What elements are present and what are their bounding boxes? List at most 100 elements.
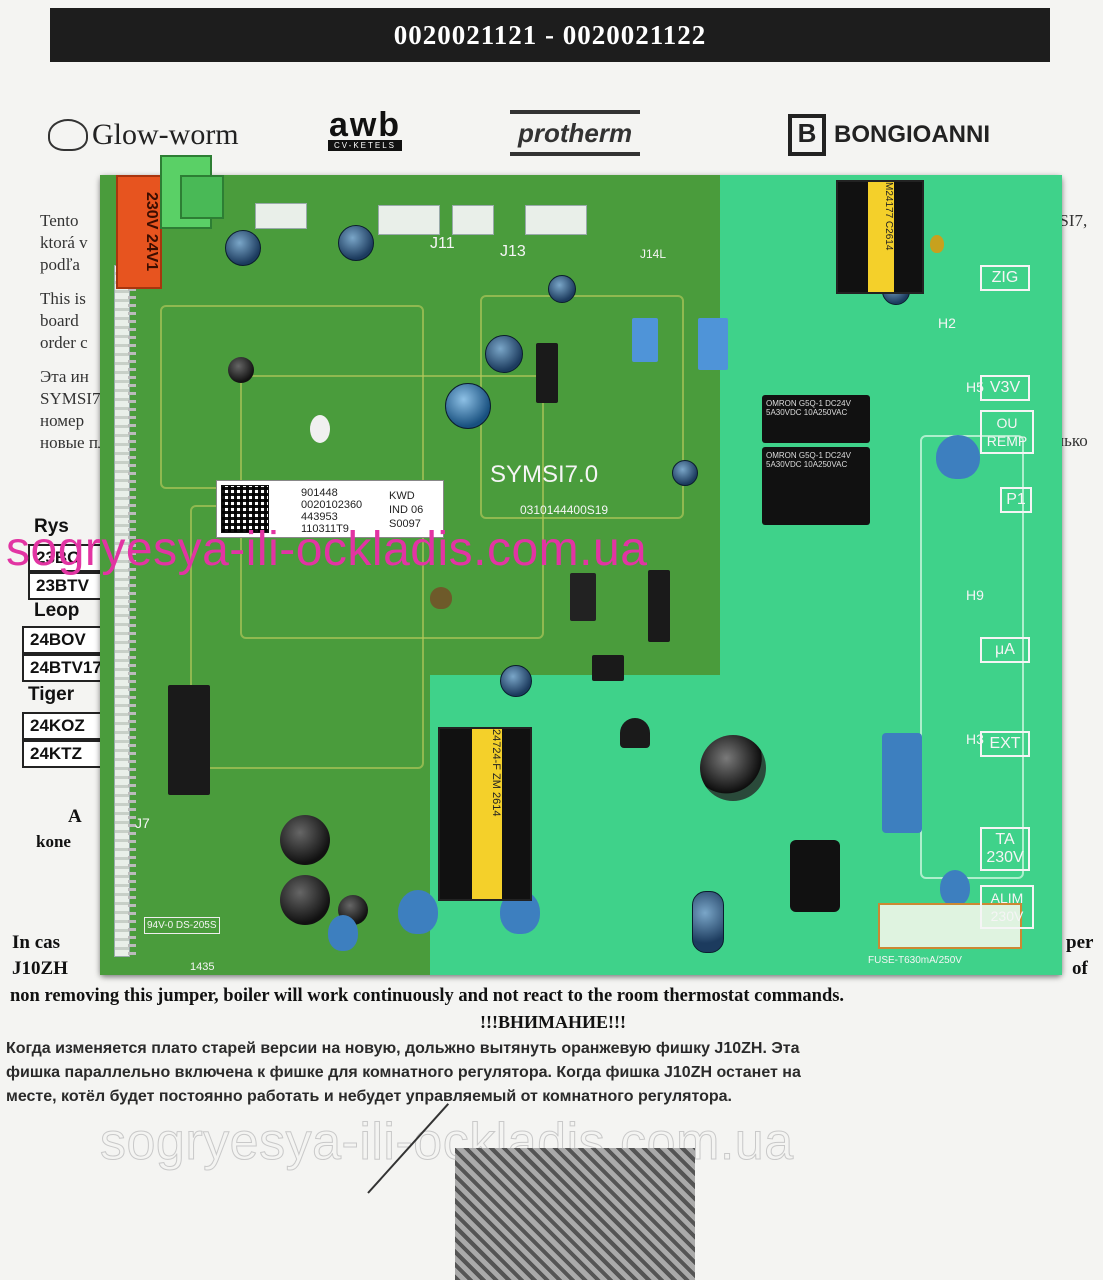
silk-label: H9 xyxy=(966,587,984,603)
capacitor xyxy=(228,357,254,383)
silk-label: J11 xyxy=(430,235,455,252)
board-dark-region xyxy=(100,675,430,975)
bongioanni-text: BONGIOANNI xyxy=(834,121,990,148)
transformer-label: M24177 C2614 xyxy=(868,182,894,292)
board-model-label: SYMSI7.0 xyxy=(490,461,599,488)
worm-icon xyxy=(48,119,88,151)
right-text-line: нько xyxy=(1055,431,1088,450)
bongioanni-logo: B BONGIOANNI xyxy=(788,110,990,160)
ic-chip-u502c xyxy=(168,685,210,795)
part-numbers: 0020021121 - 0020021122 xyxy=(393,19,707,50)
instruction-text-en: per xyxy=(1066,932,1094,953)
ic-chip xyxy=(570,573,596,621)
glowworm-logo: Glow-worm xyxy=(48,110,239,160)
choke-coil xyxy=(790,840,840,912)
transformer-2: 24724-F ZM 2614 xyxy=(438,727,532,901)
silk-label: J14L xyxy=(640,247,667,261)
left-text-block: Tento ktorá v podľa This is board order … xyxy=(40,210,114,454)
x2-capacitor xyxy=(882,733,922,833)
board-dark-region xyxy=(100,175,720,675)
left-cut-text: A xyxy=(68,806,82,827)
silk-label: H2 xyxy=(938,315,956,331)
left-text-line: SYMSI7 xyxy=(40,389,101,408)
sticker-text: 0020102360 xyxy=(301,499,363,511)
board-serial-label: 0310144400S19 xyxy=(520,503,609,517)
transformer-label: 24724-F ZM 2614 xyxy=(472,729,502,899)
transistor xyxy=(536,343,558,403)
warning-heading: !!!ВНИМАНИЕ!!! xyxy=(480,1012,626,1032)
left-text-line: номер xyxy=(40,411,85,430)
relay-label: OMRON G5Q-1 DC24V 5A30VDC 10A250VAC xyxy=(766,451,851,469)
left-text-line: podľa xyxy=(40,255,80,274)
pad-p1: P1 xyxy=(1000,487,1032,513)
silk-label: 1435 xyxy=(190,961,215,973)
instruction-text-ru: фишка параллельно включена к фишке для к… xyxy=(6,1064,801,1081)
instruction-text-en: non removing this jumper, boiler will wo… xyxy=(10,986,845,1006)
electrolytic-capacitor xyxy=(692,891,724,953)
ceramic-capacitor xyxy=(930,235,944,253)
instruction-text-en: J10ZH xyxy=(12,958,68,979)
pad-ta: TA 230V xyxy=(980,827,1030,871)
pad-ua: μA xyxy=(980,637,1030,663)
ceramic-capacitor xyxy=(328,915,358,951)
electrolytic-capacitor xyxy=(548,275,576,303)
table-label-tiger: Tiger xyxy=(28,684,75,705)
transformer-1: M24177 C2614 xyxy=(836,180,924,294)
transistor xyxy=(620,718,650,748)
left-text-line: Эта ин xyxy=(40,367,89,386)
bongioanni-mark-icon: B xyxy=(788,114,826,156)
instruction-text-en: of xyxy=(1072,958,1088,979)
watermark-text: sogryesya-ili-ockladis.com.ua xyxy=(6,523,648,576)
capacitor xyxy=(310,415,330,443)
instruction-text-en: In cas xyxy=(12,932,61,953)
serial-sticker: 901448 0020102360 443953 110311T9 KWD IN… xyxy=(216,480,444,538)
pcb-trace xyxy=(920,435,1024,879)
fuse-holder xyxy=(878,903,1022,949)
circuit-board: 230V 24V1 J11 J13 J14L OMRON G5Q-1 DC24V… xyxy=(100,155,1062,975)
sticker-text: 110311T9 xyxy=(301,523,349,535)
large-capacitor xyxy=(700,735,766,801)
protherm-logo: protherm xyxy=(510,110,641,156)
header-connector-j13 xyxy=(525,205,587,235)
silk-label: J7 xyxy=(135,815,150,831)
electrolytic-capacitor xyxy=(225,230,261,266)
sticker-text: 901448 xyxy=(301,487,338,499)
qr-code-icon xyxy=(221,485,269,533)
connector-pins xyxy=(128,265,136,955)
table-label-leopard: Leop xyxy=(34,600,80,621)
relay-label: OMRON G5Q-1 DC24V 5A30VDC 10A250VAC xyxy=(766,399,851,417)
left-cut-text: kone xyxy=(36,832,71,851)
ceramic-capacitor xyxy=(936,435,980,479)
sticker-text: S0097 xyxy=(389,518,421,530)
silk-label: 94V-0 DS-205S xyxy=(144,917,220,934)
ceramic-capacitor xyxy=(398,890,438,934)
relay-1: OMRON G5Q-1 DC24V 5A30VDC 10A250VAC xyxy=(762,395,870,443)
glowworm-text: Glow-worm xyxy=(92,118,239,151)
header-connector xyxy=(452,205,494,235)
instruction-text-ru: Когда изменяется плато старей версии на … xyxy=(6,1040,800,1057)
sticker-text: IND 06 xyxy=(389,504,424,516)
header-connector xyxy=(255,203,307,229)
electrolytic-capacitor xyxy=(445,383,491,429)
awb-text: awb xyxy=(328,106,402,144)
awb-logo: awb CV-KETELS xyxy=(328,106,403,160)
brand-logos: Glow-worm awb CV-KETELS protherm B BONGI… xyxy=(40,106,1080,160)
left-text-line: новые пла xyxy=(40,433,114,452)
board-photo-thumbnail xyxy=(455,1148,695,1280)
awb-subtext: CV-KETELS xyxy=(328,140,403,151)
capacitor xyxy=(280,875,330,925)
silk-label: J13 xyxy=(500,243,526,260)
green-terminal-block xyxy=(180,175,224,219)
electrolytic-capacitor xyxy=(485,335,523,373)
silk-label: H5 xyxy=(966,379,984,395)
pad-ou-remp: OU REMP xyxy=(980,410,1034,454)
instruction-text-ru: месте, котёл будет постоянно работать и … xyxy=(6,1088,732,1105)
pad-zig: ZIG xyxy=(980,265,1030,291)
pad-v3v: V3V xyxy=(980,375,1030,401)
ceramic-capacitor xyxy=(940,870,970,906)
sticker-text: KWD xyxy=(389,490,415,502)
pad-ext: EXT xyxy=(980,731,1030,757)
table-label-rys: Rys xyxy=(34,516,69,537)
silk-label: H3 xyxy=(966,731,984,747)
electrolytic-capacitor xyxy=(500,665,532,697)
